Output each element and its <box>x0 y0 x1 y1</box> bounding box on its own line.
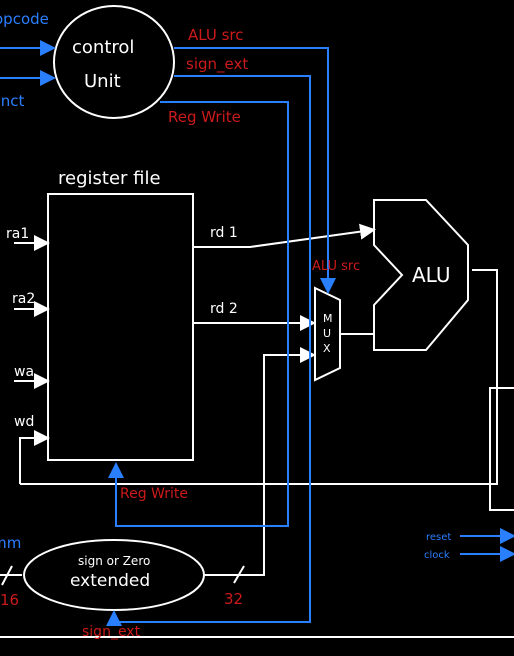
port-wa: wa <box>14 364 34 380</box>
ext-control-label: sign_ext <box>82 624 141 640</box>
sign-ext-label: sign_ext <box>186 55 248 74</box>
port-wd: wd <box>14 414 34 430</box>
red-labels: ALU src sign_ext Reg Write ALU src Reg W… <box>0 26 360 640</box>
port-ra1: ra1 <box>6 226 29 242</box>
alusrc-wire <box>174 47 336 294</box>
sign-ext-wire <box>106 75 311 626</box>
ext-out-wire <box>205 347 316 576</box>
mux-letter-x: X <box>323 342 331 355</box>
mux-select-label: ALU src <box>312 259 360 274</box>
regwrite-wire <box>108 101 289 527</box>
white-labels: control Unit register file ra1 ra2 wa wd… <box>6 37 450 591</box>
blue-labels: opcode funct imm reset clock <box>0 10 451 561</box>
wd-wire <box>19 430 50 484</box>
imm-width-label: 16 <box>0 591 19 609</box>
control-unit-line2: Unit <box>84 71 121 92</box>
control-unit-line1: control <box>72 37 134 58</box>
alu-result-wire <box>20 269 498 485</box>
ext-out-slash <box>233 565 245 584</box>
port-ra2: ra2 <box>12 291 35 307</box>
rf-regwrite-label: Reg Write <box>120 486 188 502</box>
port-rd1: rd 1 <box>210 225 238 241</box>
extender-line1: sign or Zero <box>78 554 150 568</box>
imm-label: imm <box>0 534 21 552</box>
alu-shape <box>373 199 469 351</box>
funct-label: funct <box>0 92 25 110</box>
control-wires <box>0 40 514 626</box>
alusrc-label: ALU src <box>188 26 244 44</box>
mux-letter-m: M <box>323 312 333 325</box>
extender-line2: extended <box>70 571 150 591</box>
ext-width-label: 32 <box>224 590 243 608</box>
alu-label: ALU <box>412 263 450 287</box>
mux-letter-u: U <box>323 327 331 340</box>
control-unit-shape <box>53 5 175 119</box>
regwrite-label: Reg Write <box>168 108 241 126</box>
opcode-label: opcode <box>0 10 49 28</box>
register-file-title: register file <box>58 168 161 189</box>
clock-label: clock <box>424 550 450 561</box>
port-rd2: rd 2 <box>210 301 238 317</box>
reset-label: reset <box>426 532 451 543</box>
imm-slash <box>1 565 13 586</box>
right-block <box>489 387 514 511</box>
rd1-wire <box>194 223 376 248</box>
register-file-box <box>47 193 194 461</box>
